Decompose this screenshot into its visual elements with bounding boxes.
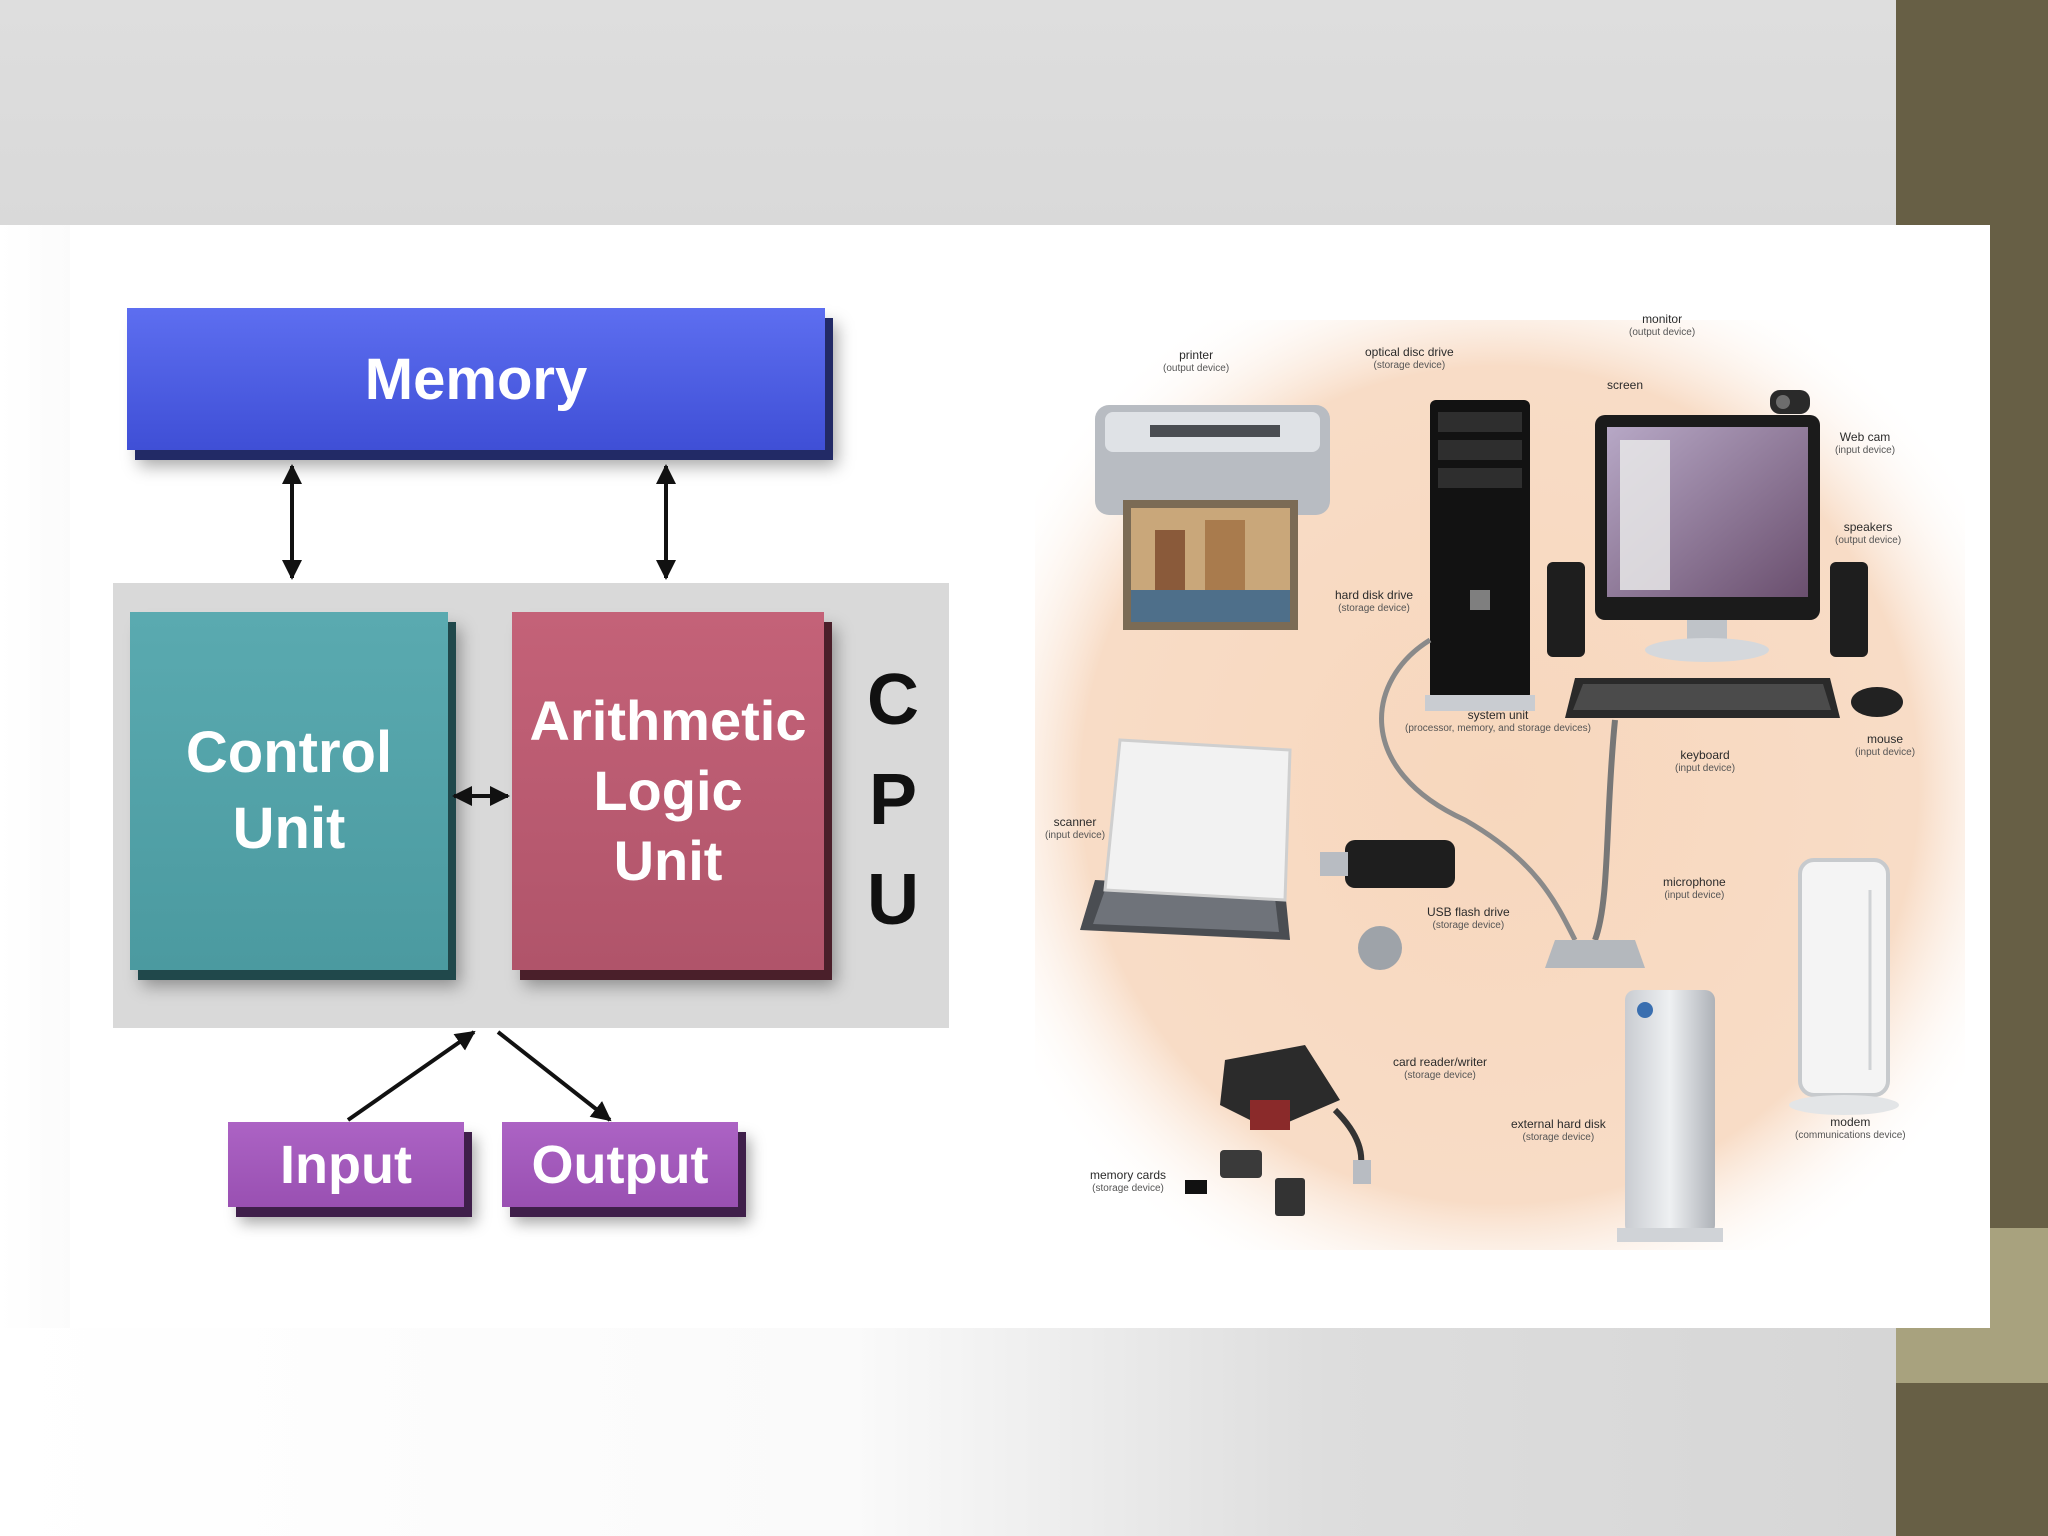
computer-system-illustration: printer (output device) optical disc dri… [1035, 300, 1965, 1250]
hard-disk-drive-caption: hard disk drive (storage device) [1335, 588, 1413, 616]
printer-caption: printer (output device) [1163, 348, 1229, 376]
webcam-caption-sub: (input device) [1835, 445, 1896, 456]
speakers-caption: speakers (output device) [1835, 520, 1901, 548]
optical-disc-drive-caption-name: optical disc drive [1365, 345, 1454, 359]
external-hard-disk-icon [1617, 990, 1723, 1242]
alu-block: Arithmetic Logic Unit [512, 612, 824, 970]
external-hard-disk-caption-sub: (storage device) [1522, 1132, 1595, 1143]
usb-flash-drive-caption-name: USB flash drive [1427, 905, 1510, 919]
memory-label: Memory [364, 346, 588, 412]
webcam-caption-name: Web cam [1839, 430, 1891, 444]
cpu-label: C P U [858, 650, 928, 950]
control-unit-block: Control Unit [130, 612, 448, 970]
left-speaker-icon [1547, 562, 1585, 657]
right-speaker-icon [1830, 562, 1868, 657]
card-reader-caption-name: card reader/writer [1393, 1055, 1488, 1069]
webcam-caption: Web cam (input device) [1835, 430, 1895, 458]
cpu-letter-c: C [867, 660, 919, 740]
speakers-caption-sub: (output device) [1835, 535, 1902, 546]
alu-label-line-1: Arithmetic [529, 689, 807, 752]
control-unit-label-line-1: Control [185, 720, 393, 785]
memory-cards-caption-sub: (storage device) [1092, 1183, 1164, 1194]
scanner-caption-name: scanner [1053, 815, 1097, 829]
external-hard-disk-caption-name: external hard disk [1511, 1117, 1606, 1131]
control-unit-label-line-2: Unit [232, 796, 346, 861]
modem-caption: modem (communications device) [1795, 1115, 1906, 1143]
card-reader-caption: card reader/writer (storage device) [1393, 1055, 1487, 1083]
microphone-caption-name: microphone [1663, 875, 1726, 889]
optical-disc-drive-caption-sub: (storage device) [1373, 360, 1446, 371]
monitor-caption-name: monitor [1642, 312, 1683, 326]
hard-disk-drive-caption-name: hard disk drive [1335, 588, 1414, 602]
memory-cards-caption-name: memory cards [1090, 1168, 1167, 1182]
alu-label-line-2: Logic [593, 759, 743, 822]
usb-flash-drive-icon [1320, 840, 1455, 970]
printer-caption-name: printer [1179, 348, 1214, 362]
input-label: Input [280, 1134, 412, 1195]
system-unit-caption-name: system unit [1467, 708, 1529, 722]
modem-caption-sub: (communications device) [1795, 1130, 1906, 1141]
keyboard-icon [1565, 678, 1840, 718]
hard-disk-drive-caption-sub: (storage device) [1338, 603, 1410, 614]
webcam-icon [1770, 390, 1810, 414]
output-block: Output [502, 1122, 738, 1207]
memory-block: Memory [127, 308, 825, 450]
usb-flash-drive-caption-sub: (storage device) [1432, 920, 1505, 931]
card-reader-icon [1220, 1045, 1371, 1184]
mouse-caption-sub: (input device) [1855, 747, 1916, 758]
monitor-caption: monitor (output device) [1629, 312, 1695, 340]
screen-caption-name: screen [1607, 378, 1644, 392]
input-block: Input [228, 1122, 464, 1207]
scanner-caption: scanner (input device) [1045, 815, 1105, 843]
memory-card-icon-3 [1185, 1180, 1207, 1194]
screen-caption: screen [1607, 378, 1643, 392]
printer-caption-sub: (output device) [1163, 363, 1230, 374]
microphone-icon [1545, 940, 1645, 968]
alu-label-line-3: Unit [613, 829, 723, 892]
slide-bottom-band [0, 1328, 1896, 1536]
scanner-caption-sub: (input device) [1045, 830, 1106, 841]
microphone-cable [1592, 719, 1618, 942]
external-hard-disk-caption: external hard disk (storage device) [1511, 1117, 1606, 1145]
modem-icon [1789, 858, 1899, 1115]
memory-card-icon-1 [1220, 1150, 1262, 1178]
monitor-icon [1595, 415, 1820, 662]
speakers-caption-name: speakers [1843, 520, 1893, 534]
monitor-caption-sub: (output device) [1629, 327, 1696, 338]
printer-icon [1095, 405, 1330, 630]
scanner-icon [1080, 738, 1292, 940]
keyboard-caption-sub: (input device) [1675, 763, 1736, 774]
optical-disc-drive-caption: optical disc drive (storage device) [1365, 345, 1454, 373]
mouse-icon [1851, 687, 1903, 717]
slide-top-band [0, 0, 1896, 225]
keyboard-caption: keyboard (input device) [1675, 748, 1735, 776]
mouse-caption: mouse (input device) [1855, 732, 1915, 760]
modem-caption-name: modem [1830, 1115, 1871, 1129]
card-reader-caption-sub: (storage device) [1404, 1070, 1476, 1081]
system-unit-caption: system unit (processor, memory, and stor… [1405, 708, 1591, 736]
system-unit-caption-sub: (processor, memory, and storage devices) [1405, 723, 1592, 734]
mouse-caption-name: mouse [1867, 732, 1904, 746]
keyboard-caption-name: keyboard [1680, 748, 1730, 762]
memory-cards-caption: memory cards (storage device) [1090, 1168, 1166, 1196]
system-unit-icon [1425, 400, 1535, 711]
usb-flash-drive-caption: USB flash drive (storage device) [1427, 905, 1510, 933]
illustration-artwork [1035, 320, 1965, 1250]
system-cable [1379, 637, 1578, 942]
cpu-letter-u: U [867, 860, 919, 940]
microphone-caption-sub: (input device) [1664, 890, 1725, 901]
cpu-letter-p: P [868, 760, 918, 840]
output-label: Output [531, 1134, 709, 1195]
memory-card-icon-2 [1275, 1178, 1305, 1216]
microphone-caption: microphone (input device) [1663, 875, 1726, 903]
